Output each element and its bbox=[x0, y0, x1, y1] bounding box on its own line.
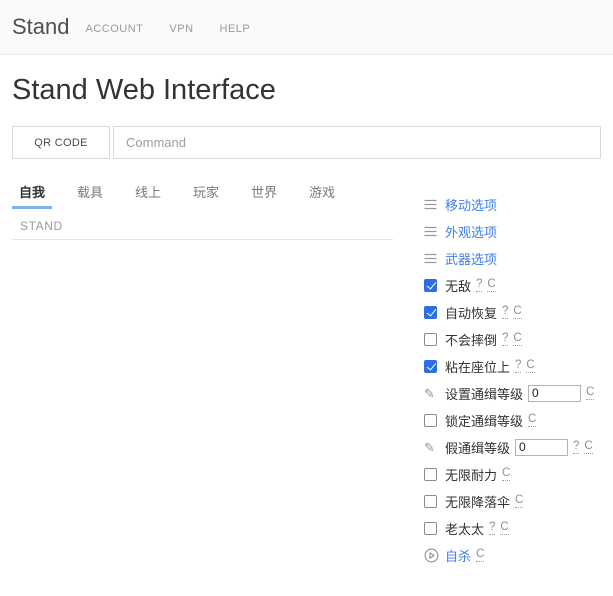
help-icon[interactable]: ? bbox=[489, 521, 496, 535]
command-input[interactable] bbox=[113, 126, 601, 160]
nav-item-account[interactable]: ACCOUNT bbox=[85, 22, 144, 35]
help-icon[interactable]: ? bbox=[515, 359, 522, 373]
panel-item-label[interactable]: 无敌 bbox=[445, 278, 472, 294]
value-input[interactable] bbox=[528, 384, 582, 402]
reset-icon[interactable]: C bbox=[528, 413, 537, 427]
checkbox-wrap bbox=[424, 278, 439, 292]
help-icon[interactable]: ? bbox=[476, 278, 483, 292]
value-input[interactable] bbox=[515, 438, 569, 456]
left-pane: 自我 载具 线上 玩家 世界 游戏 STAND bbox=[12, 181, 393, 573]
input-row: ✎ 假通缉等级? C bbox=[424, 438, 601, 456]
help-icon[interactable]: ? bbox=[573, 440, 580, 454]
checkbox-wrap bbox=[424, 467, 439, 481]
checkbox[interactable] bbox=[424, 521, 437, 535]
reset-icon[interactable]: C bbox=[584, 440, 593, 454]
reset-icon[interactable]: C bbox=[502, 467, 511, 481]
reset-icon[interactable]: C bbox=[500, 521, 509, 535]
reset-icon[interactable]: C bbox=[476, 548, 485, 562]
panel-item-label[interactable]: 自动恢复 bbox=[445, 305, 498, 321]
checkbox-row: 自动恢复? C bbox=[424, 303, 601, 321]
command-bar: QR CODE bbox=[12, 126, 601, 160]
checkbox-row: 无敌? C bbox=[424, 276, 601, 294]
pencil-icon: ✎ bbox=[424, 385, 435, 401]
play-circle-icon bbox=[424, 548, 439, 563]
reset-icon[interactable]: C bbox=[513, 332, 522, 346]
checkbox[interactable] bbox=[424, 359, 437, 373]
checkbox-wrap bbox=[424, 494, 439, 508]
checkbox[interactable] bbox=[424, 413, 437, 427]
pencil-icon: ✎ bbox=[424, 439, 435, 455]
tab-self[interactable]: 自我 bbox=[12, 181, 53, 210]
reset-icon[interactable]: C bbox=[526, 359, 535, 373]
checkbox-row: 老太太? C bbox=[424, 519, 601, 537]
panel-item-label[interactable]: 不会摔倒 bbox=[445, 332, 498, 348]
tab-world[interactable]: 世界 bbox=[251, 185, 278, 201]
hamburger-icon bbox=[424, 253, 439, 264]
checkbox[interactable] bbox=[424, 332, 437, 346]
tab-online[interactable]: 线上 bbox=[135, 185, 162, 201]
checkbox-row: 无限耐力 C bbox=[424, 465, 601, 483]
app-nav: ACCOUNT VPN HELP bbox=[86, 23, 251, 35]
action-row: 自杀 C bbox=[424, 546, 601, 564]
checkbox-row: 不会摔倒? C bbox=[424, 330, 601, 348]
panel-item-label[interactable]: 外观选项 bbox=[445, 224, 498, 240]
page-title: Stand Web Interface bbox=[12, 74, 276, 106]
input-row: ✎ 设置通缉等级 C bbox=[424, 384, 601, 402]
reset-icon[interactable]: C bbox=[586, 386, 595, 400]
panel-item-label[interactable]: 自杀 bbox=[445, 548, 472, 564]
checkbox[interactable] bbox=[424, 305, 437, 319]
panel-item-label[interactable]: 粘在座位上 bbox=[445, 359, 511, 375]
breadcrumb-section-label: STAND bbox=[20, 219, 63, 234]
checkbox-wrap bbox=[424, 413, 439, 427]
tab-vehicle[interactable]: 载具 bbox=[77, 185, 104, 201]
hamburger-icon bbox=[424, 226, 439, 237]
help-icon[interactable]: ? bbox=[502, 332, 509, 346]
checkbox[interactable] bbox=[424, 494, 437, 508]
panel-item-label[interactable]: 锁定通缉等级 bbox=[445, 413, 524, 429]
main-content: Stand Web Interface QR CODE 自我 载具 线上 玩家 … bbox=[0, 75, 613, 573]
reset-icon[interactable]: C bbox=[513, 305, 522, 319]
submenu-row: 武器选项 bbox=[424, 249, 601, 267]
qr-code-button[interactable]: QR CODE bbox=[12, 126, 110, 160]
content-area: 自我 载具 线上 玩家 世界 游戏 STAND 移动选项外观选项武器选项无敌? C… bbox=[12, 181, 601, 573]
tab-game[interactable]: 游戏 bbox=[309, 185, 336, 201]
reset-icon[interactable]: C bbox=[487, 278, 496, 292]
brand-logo[interactable]: Stand bbox=[12, 14, 70, 39]
panel-item-label[interactable]: 设置通缉等级 bbox=[445, 386, 524, 402]
submenu-row: 移动选项 bbox=[424, 195, 601, 213]
panel-item-label[interactable]: 无限降落伞 bbox=[445, 494, 511, 510]
panel-item-label[interactable]: 移动选项 bbox=[445, 197, 498, 213]
panel-item-label[interactable]: 老太太 bbox=[445, 521, 485, 537]
tab-players[interactable]: 玩家 bbox=[193, 185, 220, 201]
reset-icon[interactable]: C bbox=[515, 494, 524, 508]
panel-item-label[interactable]: 假通缉等级 bbox=[445, 440, 511, 456]
checkbox-row: 粘在座位上? C bbox=[424, 357, 601, 375]
checkbox-wrap bbox=[424, 305, 439, 319]
panel-item-label[interactable]: 武器选项 bbox=[445, 251, 498, 267]
nav-item-help[interactable]: HELP bbox=[219, 22, 251, 35]
checkbox-wrap bbox=[424, 359, 439, 373]
checkbox[interactable] bbox=[424, 467, 437, 481]
hamburger-icon bbox=[424, 199, 439, 210]
app-header: Stand ACCOUNT VPN HELP bbox=[0, 0, 613, 55]
panel-item-label[interactable]: 无限耐力 bbox=[445, 467, 498, 483]
help-icon[interactable]: ? bbox=[502, 305, 509, 319]
checkbox-wrap bbox=[424, 521, 439, 535]
checkbox[interactable] bbox=[424, 278, 437, 292]
submenu-row: 外观选项 bbox=[424, 222, 601, 240]
tab-bar: 自我 载具 线上 玩家 世界 游戏 bbox=[12, 181, 393, 210]
checkbox-row: 无限降落伞 C bbox=[424, 492, 601, 510]
checkbox-row: 锁定通缉等级 C bbox=[424, 411, 601, 429]
divider bbox=[12, 239, 393, 241]
nav-item-vpn[interactable]: VPN bbox=[169, 22, 194, 35]
checkbox-wrap bbox=[424, 332, 439, 346]
